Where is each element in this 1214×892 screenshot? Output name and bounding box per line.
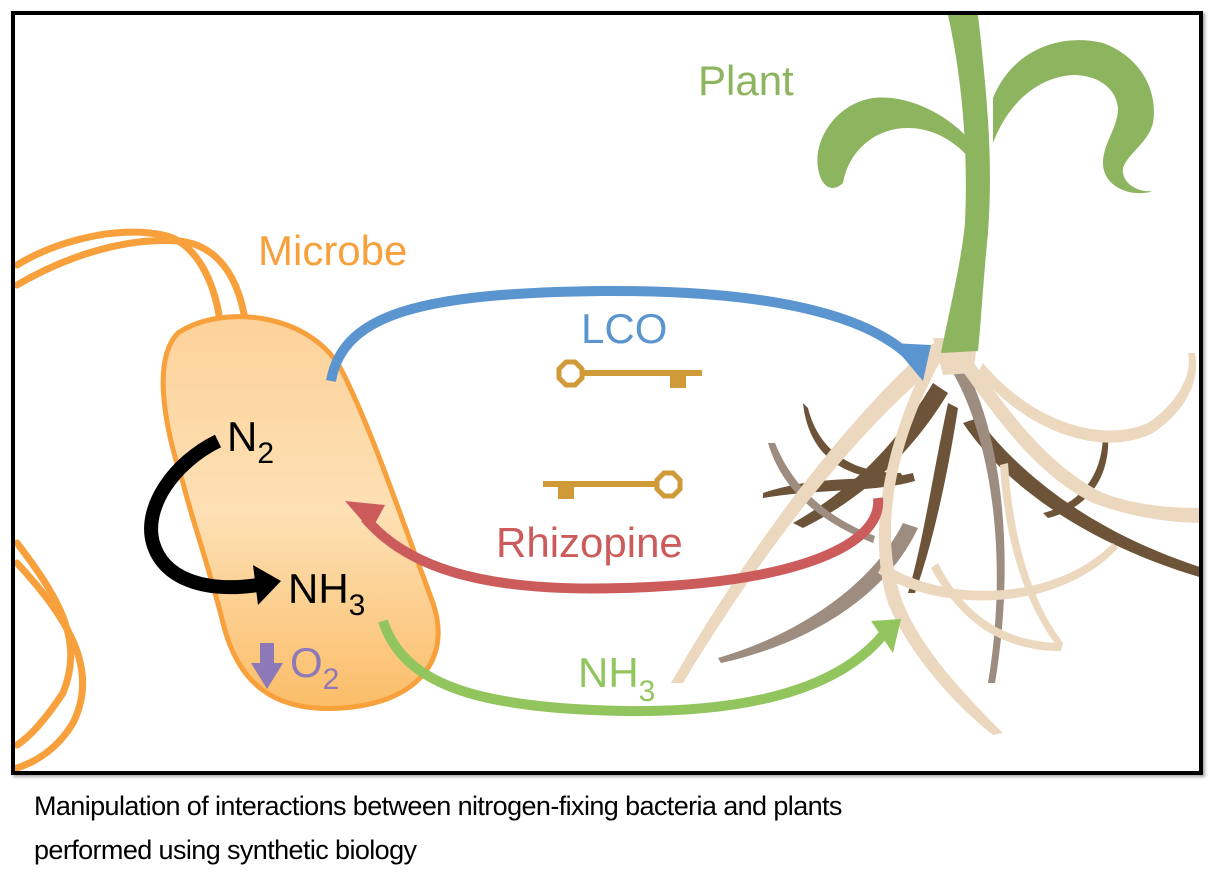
root-dark xyxy=(908,403,958,593)
key-shaft xyxy=(582,370,702,376)
conversion-arrow xyxy=(144,434,281,605)
plant-seedling xyxy=(817,15,1154,353)
root-gray xyxy=(718,523,918,663)
plant-leaf-left xyxy=(817,97,981,188)
nh3-transfer-label: NH3 xyxy=(578,649,655,708)
caption-line-1: Manipulation of interactions between nit… xyxy=(34,791,842,821)
lco-arrow xyxy=(326,285,931,382)
lco-label: LCO xyxy=(581,305,667,352)
o2-label: O2 xyxy=(290,639,339,696)
plant-label: Plant xyxy=(698,57,794,104)
key-shaft xyxy=(543,481,657,487)
flagellum-1 xyxy=(15,228,225,361)
nh3-inside-label: NH3 xyxy=(288,565,365,622)
microbe-cell xyxy=(160,314,441,712)
root-tan xyxy=(878,348,1003,735)
flagellum-4 xyxy=(15,559,87,771)
figure-caption: Manipulation of interactions between nit… xyxy=(34,784,1204,872)
root-tan xyxy=(878,543,1118,601)
key-bow xyxy=(654,470,683,499)
lco-arrowhead xyxy=(891,343,931,381)
root-tan xyxy=(931,563,1063,651)
root-tan xyxy=(671,343,953,683)
flagellum-3 xyxy=(15,539,75,749)
plant-leaf-right xyxy=(993,40,1154,194)
rhizopine-arrow xyxy=(345,497,884,594)
root-tan xyxy=(1000,463,1063,645)
caption-line-2: performed using synthetic biology xyxy=(34,835,417,865)
diagram-frame: Microbe Plant LCO xyxy=(11,11,1203,775)
conversion-arrowhead xyxy=(253,565,281,605)
nh3-transfer-arrow xyxy=(378,619,901,717)
key-bit xyxy=(670,376,686,388)
root-gray xyxy=(953,373,1005,683)
roots xyxy=(671,338,1199,735)
down-arrow-icon xyxy=(251,643,283,689)
key-icon xyxy=(556,359,702,388)
microbe-label: Microbe xyxy=(258,227,407,274)
nh3-arrowhead xyxy=(871,619,901,653)
root-tan xyxy=(953,348,1199,523)
plant-stem xyxy=(941,15,990,353)
root-dark xyxy=(803,403,903,479)
flagellum-2 xyxy=(15,237,251,361)
key-icon xyxy=(543,470,683,499)
key-bow xyxy=(556,359,585,388)
root-dark xyxy=(1043,433,1109,518)
key-bit xyxy=(558,487,574,499)
n2-label: N2 xyxy=(227,413,274,470)
rhizopine-label: Rhizopine xyxy=(496,519,683,566)
flagella xyxy=(15,228,251,771)
diagram-canvas: Microbe Plant LCO xyxy=(15,15,1199,771)
rhizopine-arrowhead xyxy=(345,501,385,531)
